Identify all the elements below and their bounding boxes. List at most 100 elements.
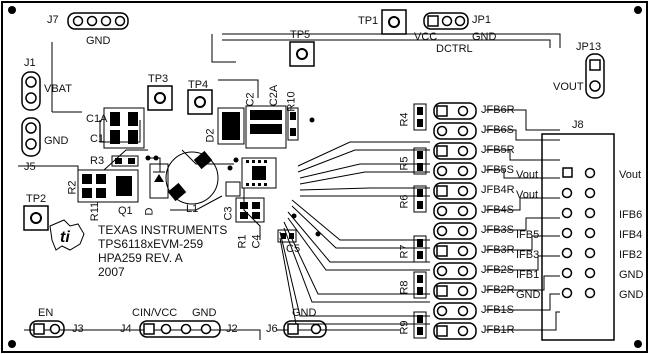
j8-ref: J8 — [572, 119, 584, 131]
r9-label: R9 — [398, 320, 411, 335]
tp5-testpoint[interactable] — [289, 41, 315, 67]
c2-label: C2 — [244, 92, 257, 107]
r3-label: R3 — [90, 155, 105, 167]
board-title-line-3: HPA259 REV. A — [98, 251, 183, 265]
board-title-line-4: 2007 — [98, 265, 125, 279]
q1-r2-r3-r11 — [77, 155, 159, 203]
jp1-header[interactable] — [423, 12, 469, 30]
d2-label: D2 — [204, 128, 217, 143]
tp1-testpoint[interactable] — [381, 9, 407, 35]
jfb3r-label: JFB3R — [481, 244, 515, 256]
jp1-ref: JP1 — [472, 14, 491, 26]
jp1-pin-dctrl: DCTRL — [436, 43, 473, 55]
c1-label: C1 — [90, 133, 105, 145]
j1-j5-headers[interactable] — [21, 71, 41, 157]
jfb2s-label: JFB2S — [481, 264, 515, 276]
j8-right-ifb4: IFB4 — [619, 229, 643, 241]
r11-label: R11 — [89, 201, 102, 222]
copper-traces — [18, 33, 561, 340]
r4-r9-resistors — [413, 103, 427, 339]
j7-net: GND — [86, 35, 111, 47]
board-title-line-2: TPS6118xEVM-259 — [98, 237, 204, 251]
j5-ref: J5 — [24, 161, 36, 173]
c3-label: C3 — [222, 206, 235, 221]
tp5-ref: TP5 — [290, 29, 311, 41]
tp3-ref: TP3 — [148, 73, 169, 85]
j8-left-vout-2: Vout — [516, 189, 539, 201]
r6-label: R6 — [398, 194, 411, 209]
j8-right-ifb6: IFB6 — [619, 209, 643, 221]
jp13-header[interactable] — [585, 53, 605, 99]
j8-left-gnd: GND — [516, 289, 541, 301]
r2-label: R2 — [66, 180, 79, 195]
jp13-ref: JP13 — [576, 41, 602, 53]
jfb3s-label: JFB3S — [481, 224, 515, 236]
jfb5s-label: JFB5S — [481, 164, 515, 176]
bottom-headers[interactable] — [29, 320, 327, 338]
r1-label: R1 — [236, 234, 249, 249]
tp2-ref: TP2 — [26, 193, 47, 205]
ic-u1 — [225, 157, 277, 197]
jfb4r-label: JFB4R — [481, 184, 515, 196]
jfb4s-label: JFB4S — [481, 204, 515, 216]
c5-label: C5 — [286, 243, 301, 255]
inductor-l1 — [165, 150, 219, 205]
j3-net: EN — [38, 307, 54, 319]
r8-label: R8 — [398, 280, 411, 295]
j7-header[interactable] — [67, 12, 129, 30]
testpoints[interactable] — [23, 85, 213, 231]
d-label: D — [143, 207, 156, 216]
diode-d — [149, 163, 169, 199]
jp1-pin-vcc: VCC — [414, 31, 438, 43]
q1-label: Q1 — [118, 205, 133, 217]
jfb6s-label: JFB6S — [481, 124, 515, 136]
j3-ref: J3 — [72, 323, 84, 335]
c4-label: C4 — [250, 234, 263, 249]
j4-ref: J4 — [120, 323, 132, 335]
j8-right-vout: Vout — [619, 169, 642, 181]
r4-label: R4 — [398, 112, 411, 127]
jfb6r-label: JFB6R — [481, 104, 515, 116]
j8-connector[interactable] — [541, 133, 615, 341]
r7-label: R7 — [398, 244, 411, 259]
j8-left-vout-1: Vout — [516, 169, 539, 181]
j6-ref: J6 — [266, 323, 278, 335]
tp4-ref: TP4 — [188, 79, 209, 91]
j1-ref: J1 — [24, 57, 36, 69]
j8-right-ifb2: IFB2 — [619, 249, 643, 261]
svg-text:ti: ti — [60, 229, 70, 246]
j8-right-gnd-1: GND — [619, 269, 644, 281]
r10-label: R10 — [285, 91, 298, 112]
j8-right-gnd-2: GND — [619, 289, 644, 301]
j2-net: GND — [192, 307, 217, 319]
jfb2r-label: JFB2R — [481, 284, 515, 296]
j2-ref: J2 — [226, 323, 238, 335]
jfb-headers[interactable] — [433, 102, 477, 340]
jfb1s-label: JFB1S — [481, 304, 515, 316]
c3-r1-c4 — [235, 197, 321, 237]
j6-net: GND — [292, 307, 317, 319]
jp1-pin-gnd: GND — [472, 31, 497, 43]
c2a-label: C2A — [268, 84, 281, 107]
ti-logo-icon: ti — [49, 219, 85, 251]
j8-left-ifb3: IFB3 — [516, 249, 540, 261]
c1a-label: C1A — [86, 113, 108, 125]
j4-net: CIN/VCC — [132, 307, 178, 319]
l1-label: L1 — [186, 203, 199, 215]
jfb1r-label: JFB1R — [481, 324, 515, 336]
tp1-ref: TP1 — [358, 15, 379, 27]
j7-ref: J7 — [47, 14, 59, 26]
j5-net: GND — [44, 135, 69, 147]
j8-left-ifb1: IFB1 — [516, 269, 540, 281]
jp13-net: VOUT — [553, 81, 584, 93]
c5 — [277, 229, 297, 243]
board-title-line-1: TEXAS INSTRUMENTS — [98, 223, 228, 237]
mounting-holes — [8, 6, 642, 348]
j8-left-ifb5: IFB5 — [516, 229, 540, 241]
c2-block — [217, 105, 315, 149]
jfb5r-label: JFB5R — [481, 144, 515, 156]
j1-net: VBAT — [44, 83, 72, 95]
c1-c1a-capacitors — [103, 107, 145, 149]
r5-label: R5 — [398, 156, 411, 171]
